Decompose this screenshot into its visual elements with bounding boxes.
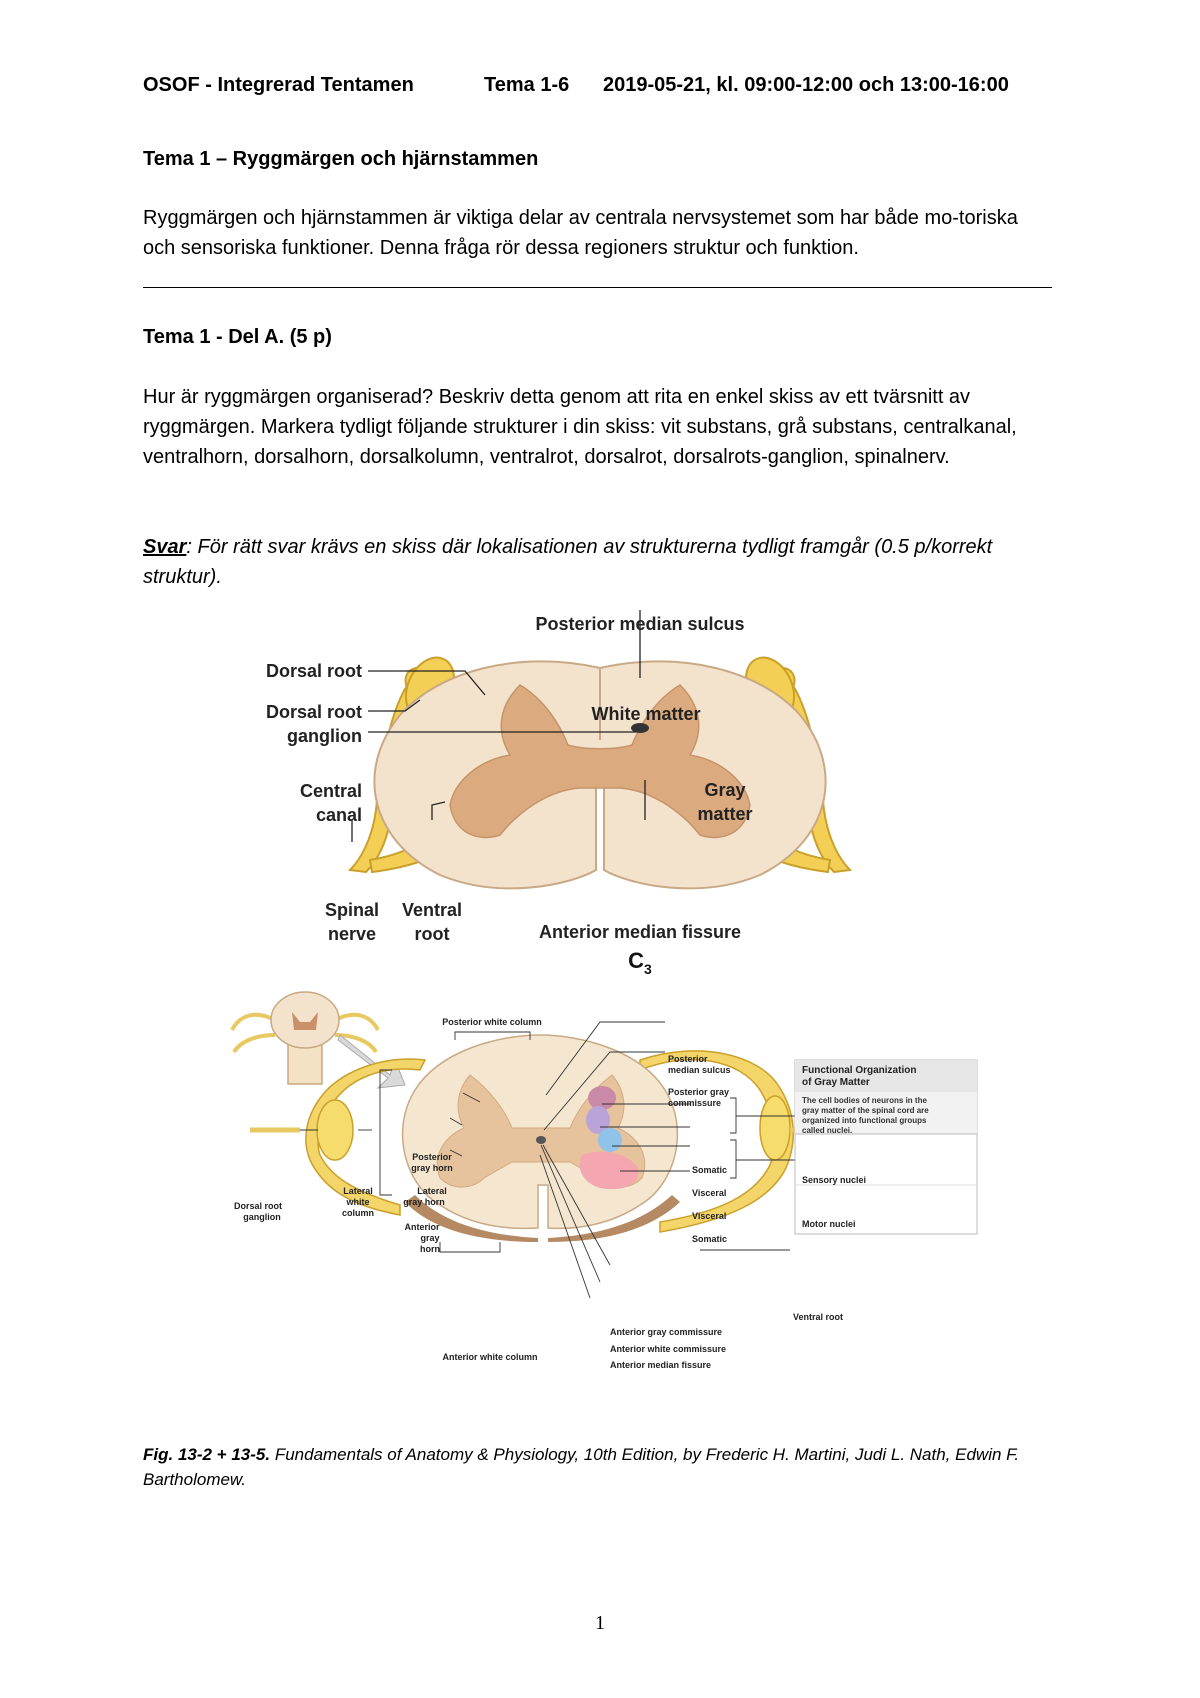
- fig1-segment-sub: 3: [644, 961, 652, 977]
- caption-fig: Fig. 13-2 + 13-5.: [143, 1445, 271, 1464]
- fig2-label-lwc-2: white: [345, 1197, 369, 1207]
- fig1-label-spinal-nerve-1: Spinal: [325, 900, 379, 920]
- fig1-label-posterior-median-sulcus: Posterior median sulcus: [535, 614, 744, 634]
- fig2-box-text-3: organized into functional groups: [802, 1116, 927, 1125]
- fig2-label-lwc-1: Lateral: [343, 1186, 373, 1196]
- fig1-label-drg-2: ganglion: [287, 726, 362, 746]
- fig2-label-pgh-1: Posterior: [412, 1152, 452, 1162]
- fig2-label-drg-1: Dorsal root: [234, 1201, 282, 1211]
- header-course: OSOF - Integrerad Tentamen: [143, 74, 414, 96]
- fig2-box-text-1: The cell bodies of neurons in the: [802, 1096, 927, 1105]
- section-title: Tema 1 – Ryggmärgen och hjärnstammen: [143, 148, 539, 170]
- fig2-nerves: [250, 1050, 825, 1233]
- fig1-label-anterior-median-fissure: Anterior median fissure: [539, 922, 741, 942]
- fig2-box-title-2: of Gray Matter: [802, 1077, 870, 1088]
- fig2-label-lwc-3: column: [342, 1208, 374, 1218]
- fig2-info-box: Functional Organization of Gray Matter T…: [794, 1059, 978, 1235]
- fig2-label-amf: Anterior median fissure: [610, 1360, 711, 1370]
- fig1-label-ventral-root-1: Ventral: [402, 900, 462, 920]
- fig1-label-dorsal-root: Dorsal root: [266, 661, 362, 681]
- fig1-central-canal-mark: [631, 723, 649, 733]
- fig2-thumbnail: [230, 991, 406, 1089]
- fig2-label-agc: Anterior gray commissure: [610, 1327, 722, 1337]
- question-text: Hur är ryggmärgen organiserad? Beskriv d…: [143, 386, 1017, 468]
- question-title: Tema 1 - Del A. (5 p): [143, 326, 332, 348]
- fig1-label-gray-matter-1: Gray: [704, 780, 745, 800]
- fig2-label-awcol: Anterior white column: [442, 1352, 537, 1362]
- fig2-box-text-2: gray matter of the spinal cord are: [802, 1106, 929, 1115]
- section-intro: Ryggmärgen och hjärnstammen är viktiga d…: [143, 207, 1018, 259]
- fig2-somatic-motor: [579, 1151, 639, 1190]
- figure-caption: Fig. 13-2 + 13-5. Fundamentals of Anatom…: [143, 1442, 1053, 1492]
- fig2-label-drg-2: ganglion: [243, 1212, 281, 1222]
- fig2-box-title-1: Functional Organization: [802, 1065, 916, 1076]
- fig2-label-somatic-2: Somatic: [692, 1234, 727, 1244]
- fig1-label-segment: C3: [628, 948, 652, 977]
- fig2-label-visceral-1: Visceral: [692, 1188, 726, 1198]
- fig2-label-sensory-nuclei: Sensory nuclei: [802, 1175, 866, 1185]
- fig1-label-drg-1: Dorsal root: [266, 702, 362, 722]
- fig1-label-ventral-root-2: root: [415, 924, 450, 944]
- fig2-box-text-4: called nuclei.: [802, 1126, 852, 1135]
- fig2-label-posterior-white-column: Posterior white column: [442, 1017, 542, 1027]
- fig2-label-pgc-1: Posterior gray: [668, 1087, 729, 1097]
- fig2-label-pms-1: Posterior: [668, 1054, 708, 1064]
- fig1-label-central-canal-2: canal: [316, 805, 362, 825]
- fig1-label-gray-matter-2: matter: [697, 804, 752, 824]
- fig2-label-awc: Anterior white commissure: [610, 1344, 726, 1354]
- answer-label: Svar: [143, 536, 187, 558]
- fig1-label-white-matter: White matter: [591, 704, 700, 724]
- spinal-cord-figure-1: Posterior median sulcus Dorsal root Dors…: [266, 610, 853, 977]
- answer: Svar: För rätt svar krävs en skiss där l…: [143, 532, 1053, 592]
- fig2-label-agh-2: gray: [420, 1233, 439, 1243]
- fig1-gray-matter-shape: [449, 684, 751, 839]
- spinal-cord-figure-2: Functional Organization of Gray Matter T…: [230, 991, 978, 1370]
- fig2-somatic-sensory: [588, 1086, 616, 1110]
- fig2-label-agh-3: horn: [420, 1244, 440, 1254]
- fig1-segment-letter: C: [628, 948, 644, 973]
- fig2-label-agh-1: Anterior: [404, 1222, 440, 1232]
- fig2-label-pgc-2: commissure: [668, 1098, 721, 1108]
- fig2-label-visceral-2: Visceral: [692, 1211, 726, 1221]
- caption-source: Fundamentals of Anatomy & Physiology, 10…: [143, 1445, 1020, 1489]
- page-number: 1: [595, 1612, 605, 1634]
- fig2-label-ventral-root: Ventral root: [793, 1312, 843, 1322]
- divider: [143, 287, 1052, 288]
- answer-text: : För rätt svar krävs en skiss där lokal…: [143, 536, 993, 588]
- header-tema: Tema 1-6: [484, 74, 570, 96]
- fig2-label-lgh-2: gray horn: [403, 1197, 445, 1207]
- header-datetime: 2019-05-21, kl. 09:00-12:00 och 13:00-16…: [603, 74, 1009, 96]
- fig2-label-pms-2: median sulcus: [668, 1065, 731, 1075]
- fig2-label-motor-nuclei: Motor nuclei: [802, 1219, 856, 1229]
- fig1-label-spinal-nerve-2: nerve: [328, 924, 376, 944]
- fig1-label-central-canal-1: Central: [300, 781, 362, 801]
- fig2-label-lgh-1: Lateral: [417, 1186, 447, 1196]
- fig2-label-pgh-2: gray horn: [411, 1163, 453, 1173]
- fig2-label-somatic-1: Somatic: [692, 1165, 727, 1175]
- fig2-visceral-motor: [598, 1128, 622, 1152]
